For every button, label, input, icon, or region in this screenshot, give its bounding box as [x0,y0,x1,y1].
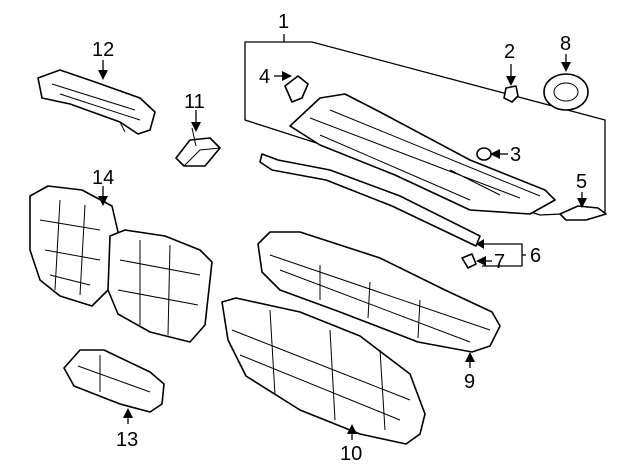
callout-1: 1 [278,11,289,33]
callout-6: 6 [530,245,541,267]
callout-14: 14 [92,167,114,189]
callout-12: 12 [92,39,114,61]
callout-8: 8 [560,33,571,55]
assembly-frame-1 [244,34,606,216]
part-5-bracket [559,205,607,221]
part-8-grommet [543,73,589,111]
part-14-insulator [29,185,119,307]
callout-3: 3 [510,144,521,166]
callout-11: 11 [184,91,205,113]
leader-lines [98,54,587,440]
part-7-fastener [461,253,477,269]
part-14-insulator-right [107,229,213,343]
part-12-reinforcement [37,69,156,135]
part-13-pad [63,349,165,413]
part-4-bracket [284,75,309,103]
callout-13: 13 [116,429,138,451]
callout-5: 5 [576,171,587,193]
callout-labels: 1 2 3 4 5 6 7 8 9 10 11 12 13 14 [92,11,587,465]
callout-2: 2 [504,41,515,63]
part-10-dash-insulator [221,297,426,445]
part-9-dash-panel [257,231,501,353]
callout-10: 10 [340,443,362,465]
part-2-clip [503,85,519,103]
callout-4: 4 [259,66,270,88]
callout-9: 9 [464,371,475,393]
part-3-plug [476,147,492,161]
part-11-bracket [175,127,221,167]
part-6-rail [259,153,481,247]
cowl-top-panel [289,93,556,215]
callout-7: 7 [494,251,505,273]
